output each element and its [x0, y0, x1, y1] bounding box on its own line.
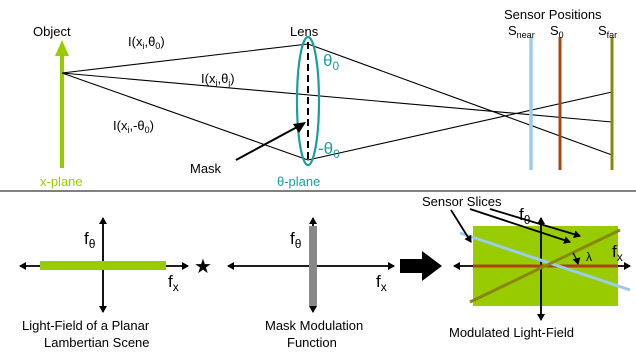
object-arrow-head	[55, 40, 69, 56]
lambda-label: λ	[586, 250, 592, 264]
p2-ftheta-label: fθ	[290, 229, 302, 251]
mask-label: Mask	[190, 161, 222, 176]
object-label: Object	[33, 24, 71, 39]
ray-mid-label: I(xi,θj)	[201, 71, 235, 88]
lens-shape	[295, 35, 321, 167]
sensor-positions-title: Sensor Positions	[504, 7, 602, 22]
p2-caption-line1: Mask Modulation	[265, 318, 363, 333]
sensor-slices-label: Sensor Slices	[422, 194, 502, 209]
callout-far	[489, 208, 581, 239]
result-arrow-icon	[422, 251, 442, 281]
x-plane-label: x-plane	[40, 174, 83, 189]
mask-arrow	[235, 125, 300, 161]
slice-far	[469, 228, 621, 304]
theta-plane-label: θ-plane	[277, 174, 320, 189]
lens-label: Lens	[290, 24, 319, 39]
p3-caption: Modulated Light-Field	[449, 325, 574, 340]
p1-fx-label: fx	[168, 272, 179, 294]
p3-ftheta-label: fθ	[519, 205, 531, 227]
callout-s0	[469, 208, 571, 244]
s-far-label: Sfar	[598, 23, 617, 40]
mask-arrow-head	[293, 122, 306, 133]
p2-gray-band	[309, 226, 317, 306]
ray-top-label: I(xi,θ0)	[128, 34, 165, 51]
p1-ftheta-label: fθ	[84, 229, 96, 251]
ray-mid	[61, 72, 613, 123]
result-arrow-body	[400, 259, 424, 273]
theta0-label: θ0	[323, 51, 339, 73]
s-near-label: Snear	[508, 23, 535, 40]
ray-bot-label: I(xi,-θ0)	[113, 118, 154, 135]
p1-caption-line2: Lambertian Scene	[44, 335, 150, 350]
p1-caption-line1: Light-Field of a Planar	[22, 318, 150, 333]
lambda-arc	[572, 252, 581, 265]
p2-caption-line2: Function	[287, 335, 337, 350]
p1-green-band	[40, 261, 166, 270]
ray-bot-in	[61, 72, 309, 161]
convolution-star-icon: ★	[194, 256, 212, 278]
ray-bot-out	[307, 91, 613, 161]
neg-theta0-label: -θ0	[318, 139, 340, 161]
callout-near	[450, 209, 472, 243]
p3-fx-label: fx	[612, 242, 623, 264]
ray-top-in	[61, 43, 309, 74]
s-0-label: S0	[550, 23, 564, 40]
slice-near	[459, 231, 631, 292]
p2-fx-label: fx	[376, 272, 387, 294]
